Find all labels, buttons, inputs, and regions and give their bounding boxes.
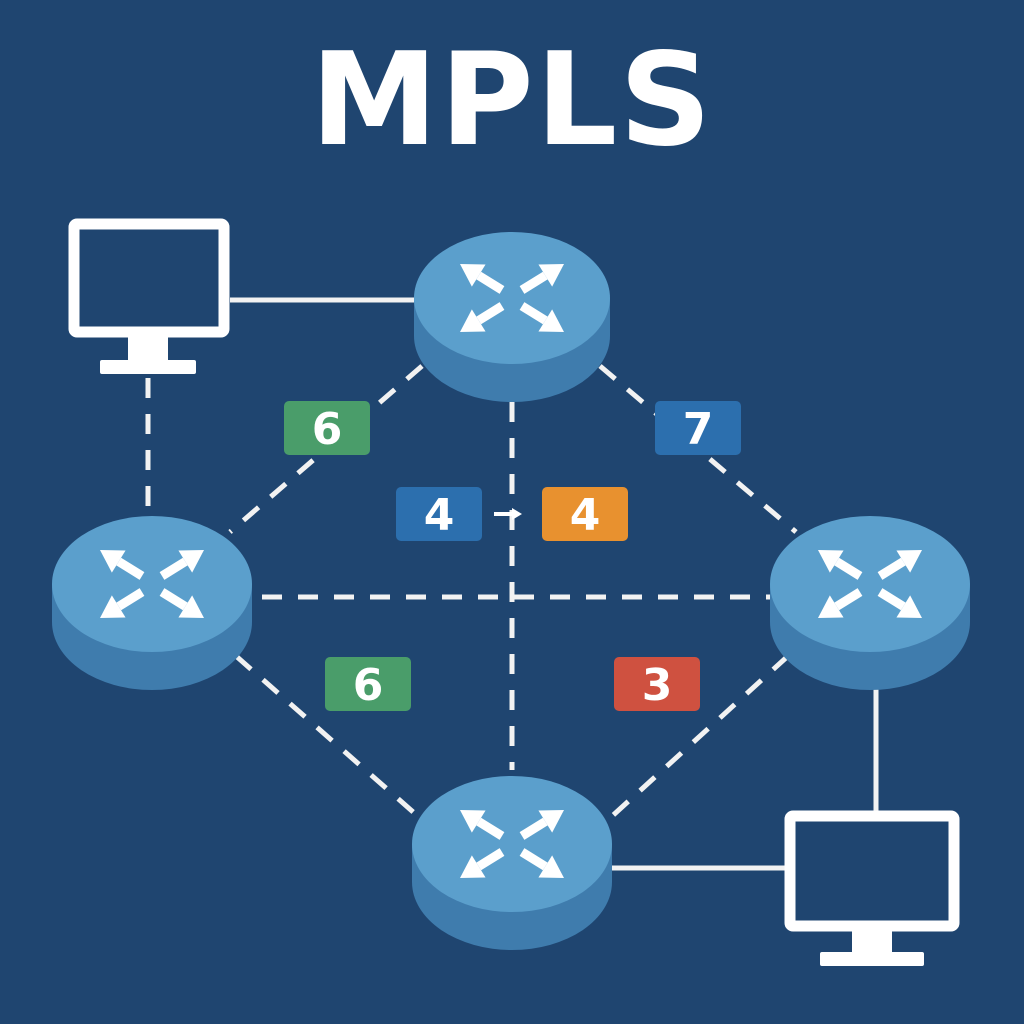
- router-arrows-icon: [100, 550, 204, 618]
- router-right: [770, 516, 970, 690]
- router-left: [52, 516, 252, 690]
- label-bottom-right-text: 3: [642, 660, 673, 711]
- label-swap-out-text: 4: [570, 490, 601, 541]
- link-router-right-to-router-bottom: [608, 654, 790, 820]
- link-router-top-to-router-right: [598, 364, 798, 534]
- routers: [52, 232, 970, 950]
- router-arrows-icon: [460, 810, 564, 878]
- label-swap-out: 4: [542, 487, 628, 541]
- label-swap-in: 4: [396, 487, 482, 541]
- monitor-icon: [68, 218, 230, 374]
- label-top-left: 6: [284, 401, 370, 455]
- router-bottom: [412, 776, 612, 950]
- label-swap-arrow-icon: [494, 508, 522, 520]
- monitor-icon: [784, 810, 960, 966]
- host-bottom-right: [784, 810, 960, 966]
- label-top-right: 7: [655, 401, 741, 455]
- link-router-left-to-router-bottom: [234, 654, 422, 820]
- router-arrows-icon: [818, 550, 922, 618]
- label-swap-in-text: 4: [424, 490, 455, 541]
- host-top-left: [68, 218, 230, 374]
- label-bottom-left: 6: [325, 657, 411, 711]
- router-top: [414, 232, 610, 402]
- router-arrows-icon: [460, 264, 564, 332]
- label-top-left-text: 6: [312, 404, 343, 455]
- page-title: MPLS: [310, 26, 714, 175]
- label-bottom-right: 3: [614, 657, 700, 711]
- label-bottom-left-text: 6: [353, 660, 384, 711]
- label-top-right-text: 7: [683, 404, 714, 455]
- mpls-labels: 6 7 4 4 6 3: [284, 401, 741, 711]
